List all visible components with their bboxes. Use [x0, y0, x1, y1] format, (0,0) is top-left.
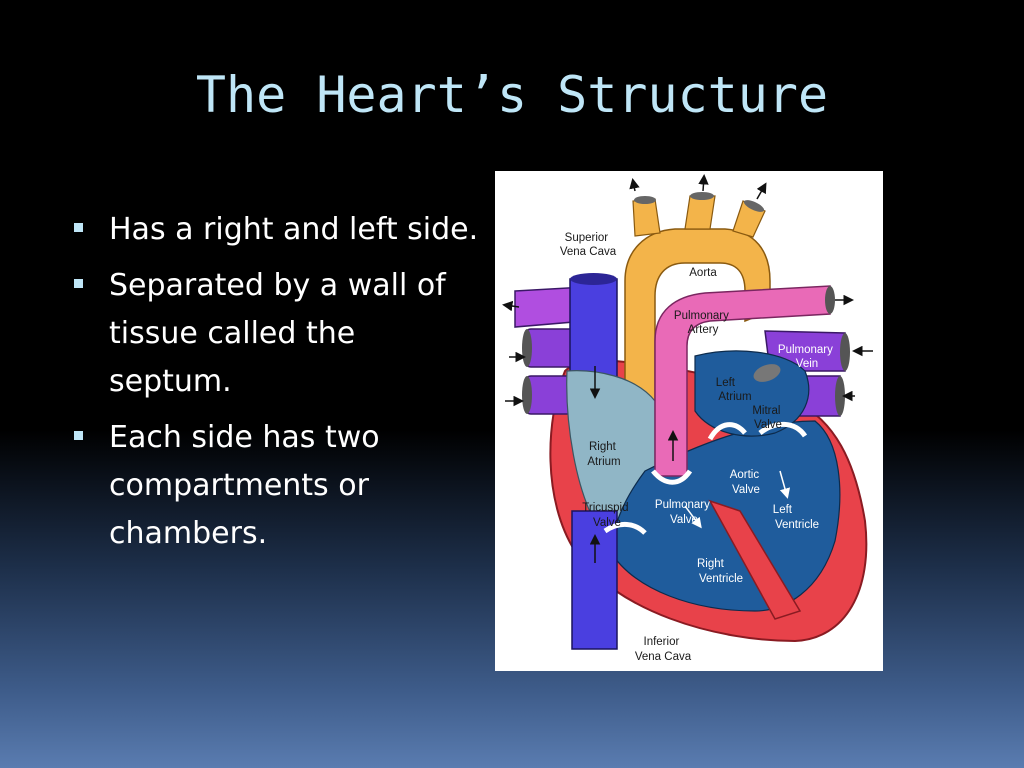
- label-superior-vena-cava: Superior Vena Cava: [560, 232, 617, 258]
- label-pulmonary-valve: Pulmonary Valve: [655, 499, 713, 526]
- aortic-branch: [632, 198, 661, 237]
- heart-diagram: Superior Vena Cava Aorta Pulmonary Arter…: [495, 171, 883, 671]
- label-right-atrium: Right Atrium: [587, 441, 620, 468]
- label-aorta: Aorta: [689, 267, 717, 279]
- bullet-list: Has a right and left side. Separated by …: [72, 206, 482, 566]
- square-bullet-icon: [74, 279, 83, 288]
- label-left-atrium: Left Atrium: [716, 377, 752, 403]
- slide-title: The Heart’s Structure: [195, 66, 829, 124]
- aortic-valve: [707, 422, 747, 441]
- label-left-ventricle: Left Ventricle: [773, 504, 819, 531]
- bullet-item: Has a right and left side.: [72, 206, 482, 254]
- bullet-item: Separated by a wall of tissue called the…: [72, 262, 482, 406]
- bullet-text: Has a right and left side.: [109, 212, 479, 247]
- label-pulmonary-artery: Pulmonary Artery: [674, 310, 732, 336]
- label-aortic-valve: Aortic Valve: [730, 469, 763, 496]
- pulmonary-valve: [651, 469, 693, 485]
- label-mitral-valve: Mitral Valve: [752, 405, 783, 431]
- inferior-vena-cava: [571, 510, 618, 650]
- bullet-text: Each side has two compartments or chambe…: [109, 420, 380, 551]
- square-bullet-icon: [74, 223, 83, 232]
- left-atrium-region: [694, 350, 810, 437]
- tricuspid-valve: [603, 522, 647, 535]
- heart-diagram-svg: Superior Vena Cava Aorta Pulmonary Arter…: [502, 174, 873, 663]
- bullet-text: Separated by a wall of tissue called the…: [109, 268, 446, 399]
- label-tricuspid-valve: Tricuspid Valve: [582, 502, 631, 529]
- aortic-branch: [684, 195, 716, 230]
- superior-vena-cava: [569, 278, 618, 382]
- septum: [708, 499, 802, 620]
- label-right-ventricle: Right Ventricle: [697, 558, 743, 585]
- mitral-valve: [758, 421, 808, 438]
- square-bullet-icon: [74, 431, 83, 440]
- bullet-item: Each side has two compartments or chambe…: [72, 414, 482, 558]
- label-inferior-vena-cava: Inferior Vena Cava: [635, 636, 692, 663]
- label-pulmonary-vein: Pulmonary Vein: [778, 344, 836, 370]
